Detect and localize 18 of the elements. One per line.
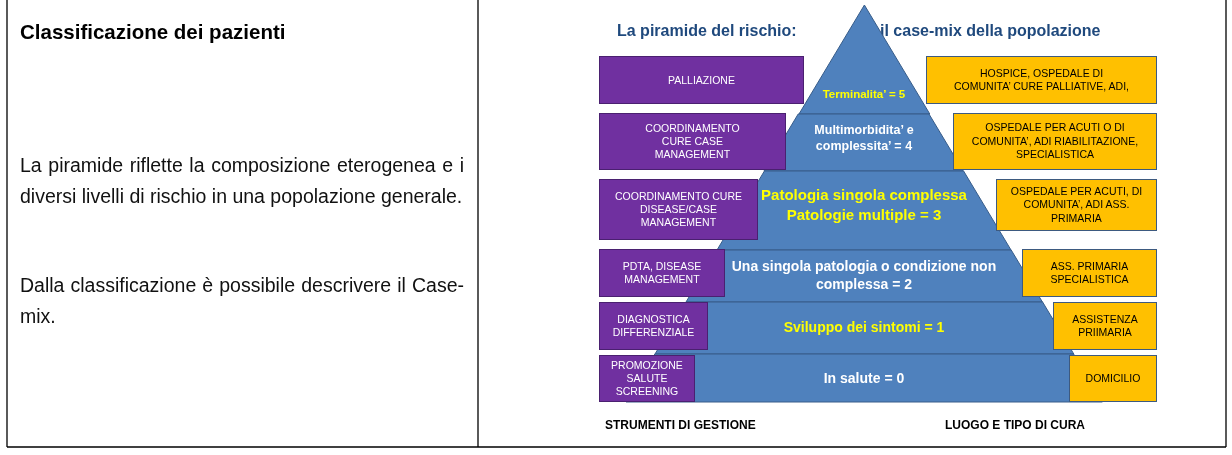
care-setting-box: HOSPICE, OSPEDALE DI COMUNITA’ CURE PALLIATIVE, ADI, xyxy=(926,56,1157,104)
heading: Classificazione dei pazienti xyxy=(20,20,286,44)
care-setting-box: OSPEDALE PER ACUTI O DI COMUNITA’, ADI RIABILITAZIONE, SPECIALISTICA xyxy=(953,113,1157,170)
column-label: LUOGO E TIPO DI CURA xyxy=(945,418,1085,432)
management-tool-box: COORDINAMENTO CURE CASE MANAGEMENT xyxy=(599,113,786,170)
management-tool-box: PROMOZIONE SALUTE SCREENING xyxy=(599,355,695,402)
care-setting-box: ASSISTENZA PRIIMARIA xyxy=(1053,302,1157,350)
management-tool-box: COORDINAMENTO CURE DISEASE/CASE MANAGEMENT xyxy=(599,179,758,240)
care-setting-box: ASS. PRIMARIA SPECIALISTICA xyxy=(1022,249,1157,297)
management-tool-box: PALLIAZIONE xyxy=(599,56,804,104)
management-tool-box: DIAGNOSTICA DIFFERENZIALE xyxy=(599,302,708,350)
column-label: STRUMENTI DI GESTIONE xyxy=(605,418,756,432)
paragraph: Dalla classificazione è possibile descrivere il Case-mix. xyxy=(20,273,464,329)
care-setting-box: OSPEDALE PER ACUTI, DI COMUNITA’, ADI ASS. PRIMARIA xyxy=(996,179,1157,231)
paragraph: La piramide riflette la composizione eterogenea e i diversi livelli di rischio in una popolazione generale. xyxy=(20,153,464,209)
management-tool-box: PDTA, DISEASE MANAGEMENT xyxy=(599,249,725,297)
care-setting-box: DOMICILIO xyxy=(1069,355,1157,402)
pyramid-title: La piramide del rischio: xyxy=(617,22,797,40)
